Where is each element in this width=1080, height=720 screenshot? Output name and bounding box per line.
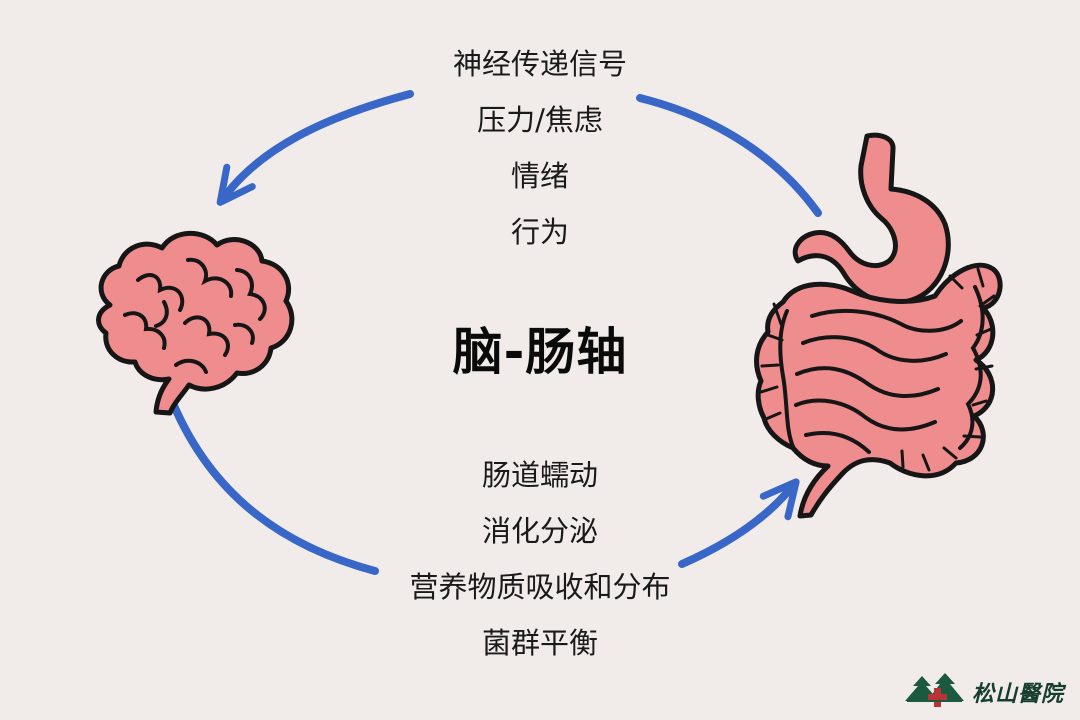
brain-to-gut-labels: 神经传递信号 压力/焦虑 情绪 行为	[0, 36, 1080, 260]
diagram-title: 脑-肠轴	[452, 323, 628, 381]
gut-to-brain-label: 菌群平衡	[481, 626, 598, 660]
brain-icon	[96, 230, 295, 416]
brand-logo: 松山醫院	[900, 670, 1070, 710]
gut-to-brain-label: 肠道蠕动	[481, 458, 598, 492]
top-right-arc	[636, 94, 822, 217]
gut-to-brain-label: 消化分泌	[481, 514, 598, 548]
tree-cross-logo-icon	[905, 673, 964, 707]
top-left-arrow	[216, 90, 414, 206]
gut-to-brain-label: 营养物质吸收和分布	[409, 570, 671, 604]
digestive-tract-icon	[754, 132, 1003, 519]
brain-to-gut-label: 压力/焦虑	[477, 103, 603, 137]
bottom-left-arc	[166, 392, 379, 575]
bottom-right-arrow	[678, 478, 800, 568]
gut-to-brain-labels: 肠道蠕动 消化分泌 营养物质吸收和分布 菌群平衡	[0, 447, 1080, 671]
brain-to-gut-label: 神经传递信号	[452, 47, 627, 81]
brand-name: 松山醫院	[972, 681, 1065, 707]
brain-to-gut-label: 情绪	[510, 159, 569, 193]
brain-to-gut-label: 行为	[510, 215, 569, 249]
